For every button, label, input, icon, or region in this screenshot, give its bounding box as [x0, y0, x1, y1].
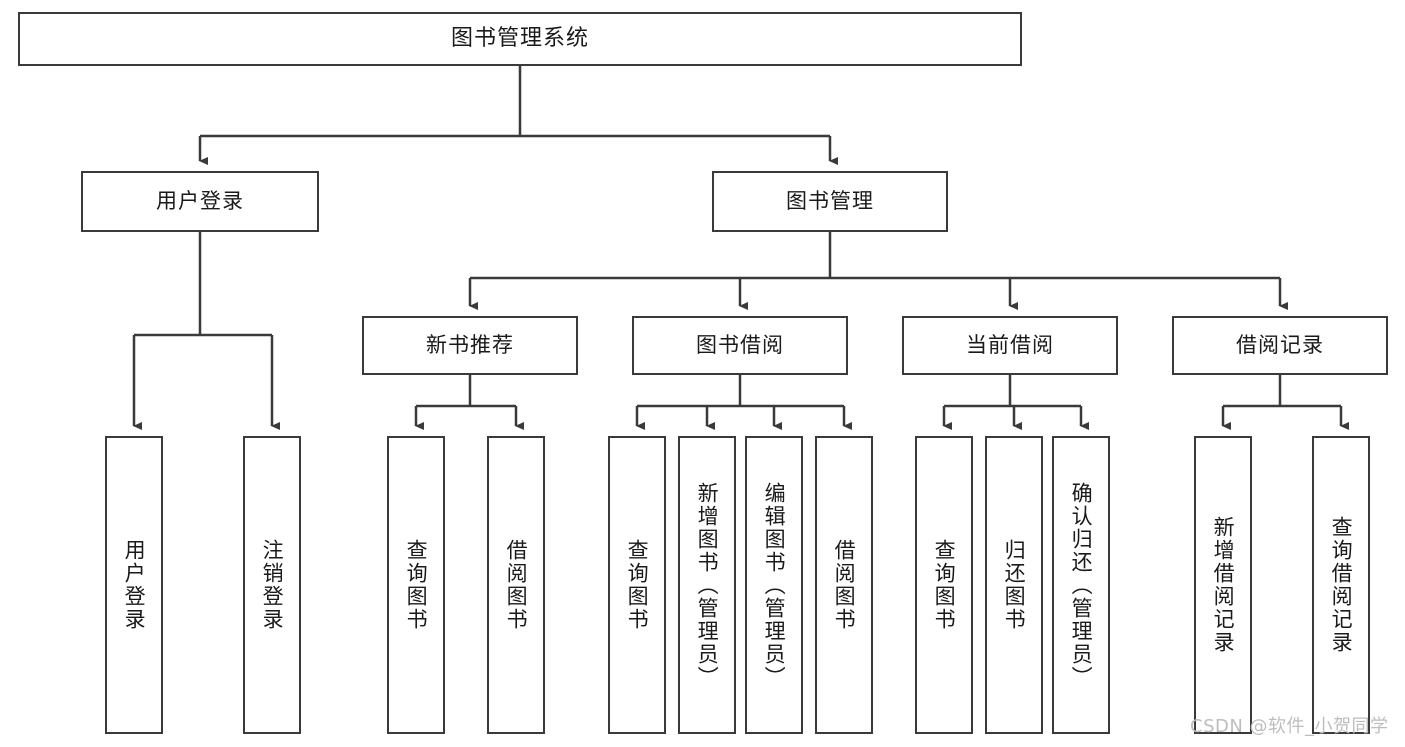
node-label: 查询图书: [932, 539, 957, 631]
node-leaf-add-record[interactable]: 新增借阅记录: [1194, 436, 1252, 734]
node-leaf-confirm-return[interactable]: 确认归还（管理员）: [1052, 436, 1110, 734]
node-book-borrow[interactable]: 图书借阅: [632, 316, 848, 375]
node-label: 用户登录: [156, 188, 244, 213]
node-label: 借阅记录: [1236, 332, 1324, 357]
node-new-book-recommend[interactable]: 新书推荐: [362, 316, 578, 375]
node-leaf-borrow-book-2[interactable]: 借阅图书: [815, 436, 873, 734]
node-label: 查询图书: [404, 539, 429, 631]
node-leaf-query-record[interactable]: 查询借阅记录: [1312, 436, 1370, 734]
node-label: 图书管理: [786, 188, 874, 213]
node-root-system[interactable]: 图书管理系统: [18, 12, 1022, 66]
node-book-manage[interactable]: 图书管理: [712, 171, 948, 232]
node-leaf-add-book[interactable]: 新增图书（管理员）: [678, 436, 736, 734]
node-leaf-query-book-1[interactable]: 查询图书: [387, 436, 445, 734]
node-leaf-edit-book[interactable]: 编辑图书（管理员）: [745, 436, 803, 734]
node-leaf-user-login[interactable]: 用户登录: [105, 436, 163, 734]
node-label: 当前借阅: [966, 332, 1054, 357]
node-leaf-logout[interactable]: 注销登录: [243, 436, 301, 734]
csdn-watermark: CSDN @软件_小贺同学: [1190, 716, 1389, 737]
node-label: 新书推荐: [426, 332, 514, 357]
node-label: 注销登录: [260, 539, 285, 631]
node-label: 借阅图书: [832, 539, 857, 631]
node-label: 借阅图书: [504, 539, 529, 631]
node-user-login[interactable]: 用户登录: [81, 171, 319, 232]
node-label: 编辑图书（管理员）: [762, 481, 787, 689]
node-label: 新增图书（管理员）: [695, 481, 720, 689]
node-label: 查询图书: [625, 539, 650, 631]
node-leaf-query-book-3[interactable]: 查询图书: [915, 436, 973, 734]
node-current-borrow[interactable]: 当前借阅: [902, 316, 1118, 375]
node-label: 图书管理系统: [450, 25, 589, 51]
node-label: 归还图书: [1002, 539, 1027, 631]
node-leaf-query-book-2[interactable]: 查询图书: [608, 436, 666, 734]
node-label: 用户登录: [122, 539, 147, 631]
node-leaf-borrow-book-1[interactable]: 借阅图书: [487, 436, 545, 734]
node-label: 新增借阅记录: [1211, 516, 1236, 654]
node-label: 图书借阅: [696, 332, 784, 357]
node-borrow-record[interactable]: 借阅记录: [1172, 316, 1388, 375]
node-label: 查询借阅记录: [1329, 516, 1354, 654]
node-leaf-return-book[interactable]: 归还图书: [985, 436, 1043, 734]
node-label: 确认归还（管理员）: [1069, 481, 1094, 689]
